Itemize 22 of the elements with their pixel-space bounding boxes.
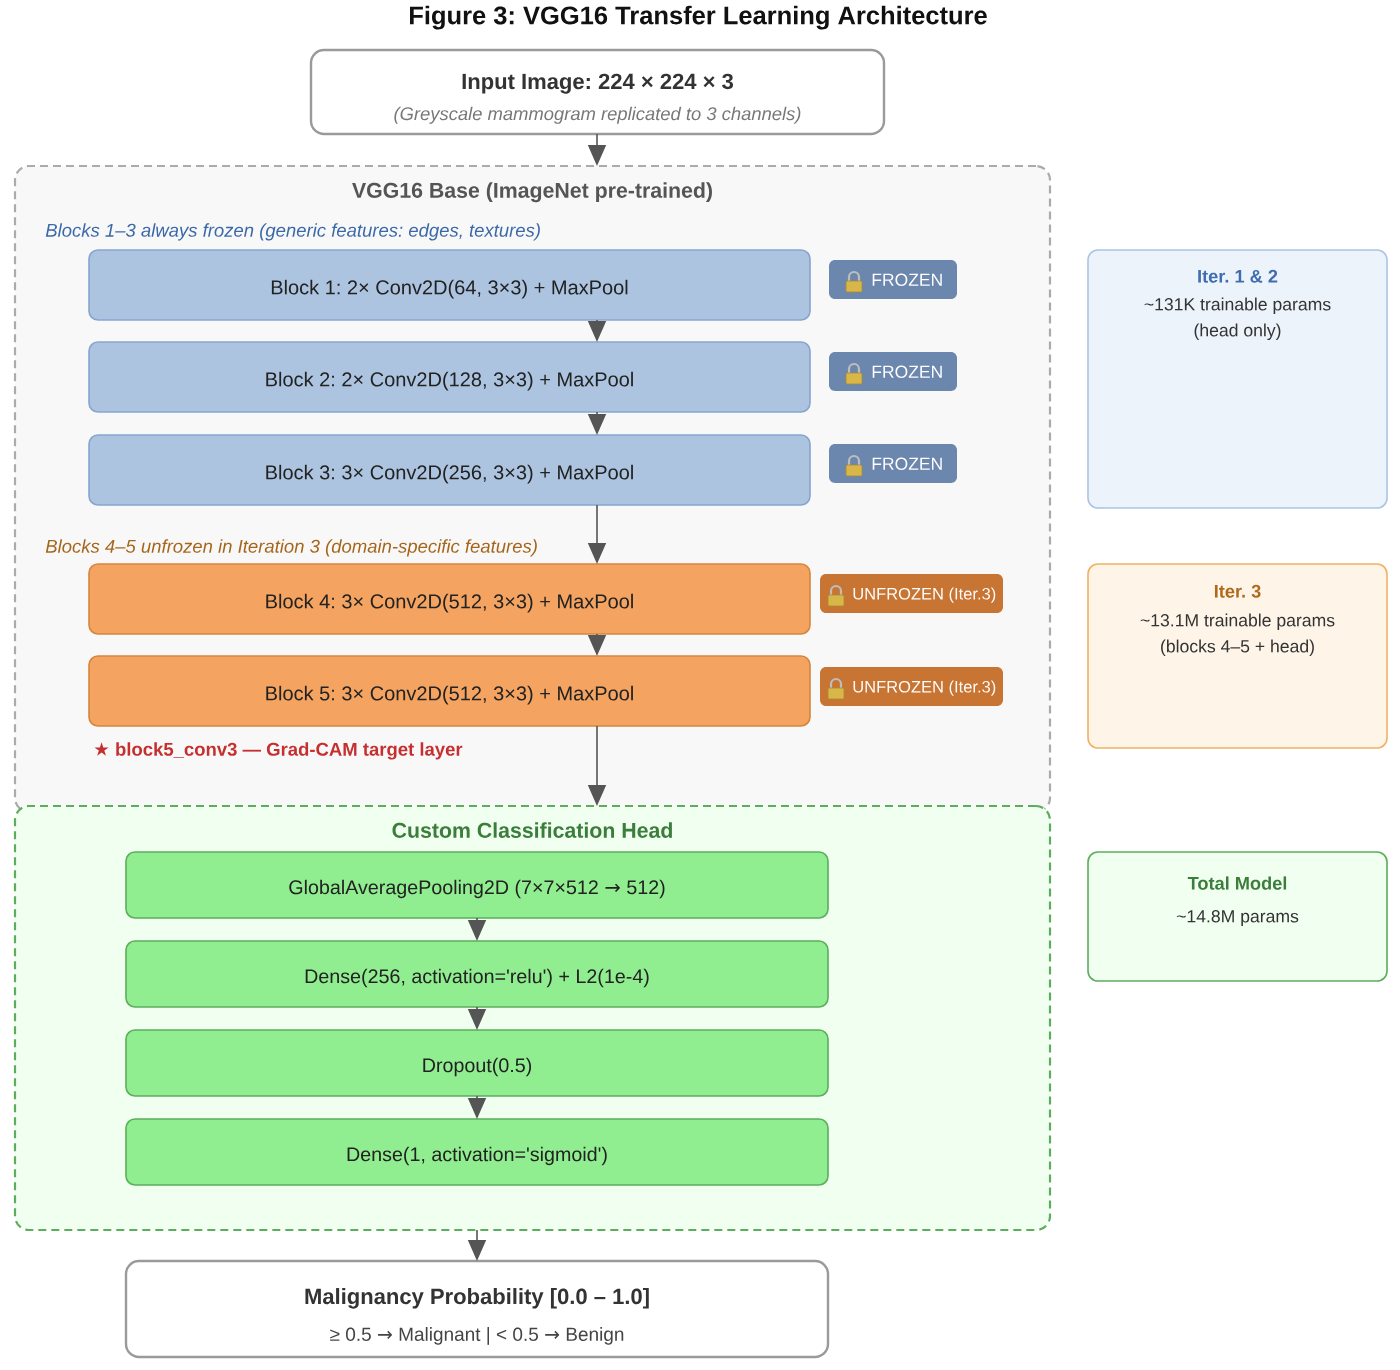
layer-block: Dropout(0.5) [125, 1029, 829, 1097]
annotation-text: ★ block5_conv3 — Grad-CAM target layer [94, 742, 463, 760]
layer-block: Block 4: 3× Conv2D(512, 3×3) + MaxPool [88, 563, 811, 635]
output-box: Malignancy Probability [0.0 – 1.0] ≥ 0.5 → Malignant | < 0.5 → Benign [124, 1259, 830, 1359]
layer-block: GlobalAveragePooling2D (7×7×512 → 512) [125, 851, 829, 919]
status-badge: UNFROZEN (Iter.3) [820, 574, 1003, 613]
layer-block: Block 3: 3× Conv2D(256, 3×3) + MaxPool [88, 434, 811, 506]
info-panel: Iter. 3 ~13.1M trainable params (blocks 4–5 + head) [1087, 563, 1388, 749]
figure-title: Figure 3: VGG16 Transfer Learning Architecture [410, 5, 987, 30]
input-box: Input Image: 224 × 224 × 3 (Greyscale mammogram replicated to 3 channels) [309, 48, 886, 136]
layer-block: Dense(256, activation='relu') + L2(1e-4) [125, 940, 829, 1008]
status-badge: FROZEN [829, 444, 957, 483]
info-panel: Iter. 1 & 2 ~131K trainable params (head only) [1087, 249, 1388, 509]
layer-block: Block 5: 3× Conv2D(512, 3×3) + MaxPool [88, 655, 811, 727]
note-text: Blocks 4–5 unfrozen in Iteration 3 (domain-specific features) [45, 539, 537, 557]
status-badge: FROZEN [829, 260, 957, 299]
layer-block: Block 2: 2× Conv2D(128, 3×3) + MaxPool [88, 341, 811, 413]
layer-block: Block 1: 2× Conv2D(64, 3×3) + MaxPool [88, 249, 811, 321]
layer-block: Dense(1, activation='sigmoid') [125, 1118, 829, 1186]
info-panel: Total Model ~14.8M params [1087, 851, 1388, 982]
status-badge: UNFROZEN (Iter.3) [820, 667, 1003, 706]
status-badge: FROZEN [829, 352, 957, 391]
